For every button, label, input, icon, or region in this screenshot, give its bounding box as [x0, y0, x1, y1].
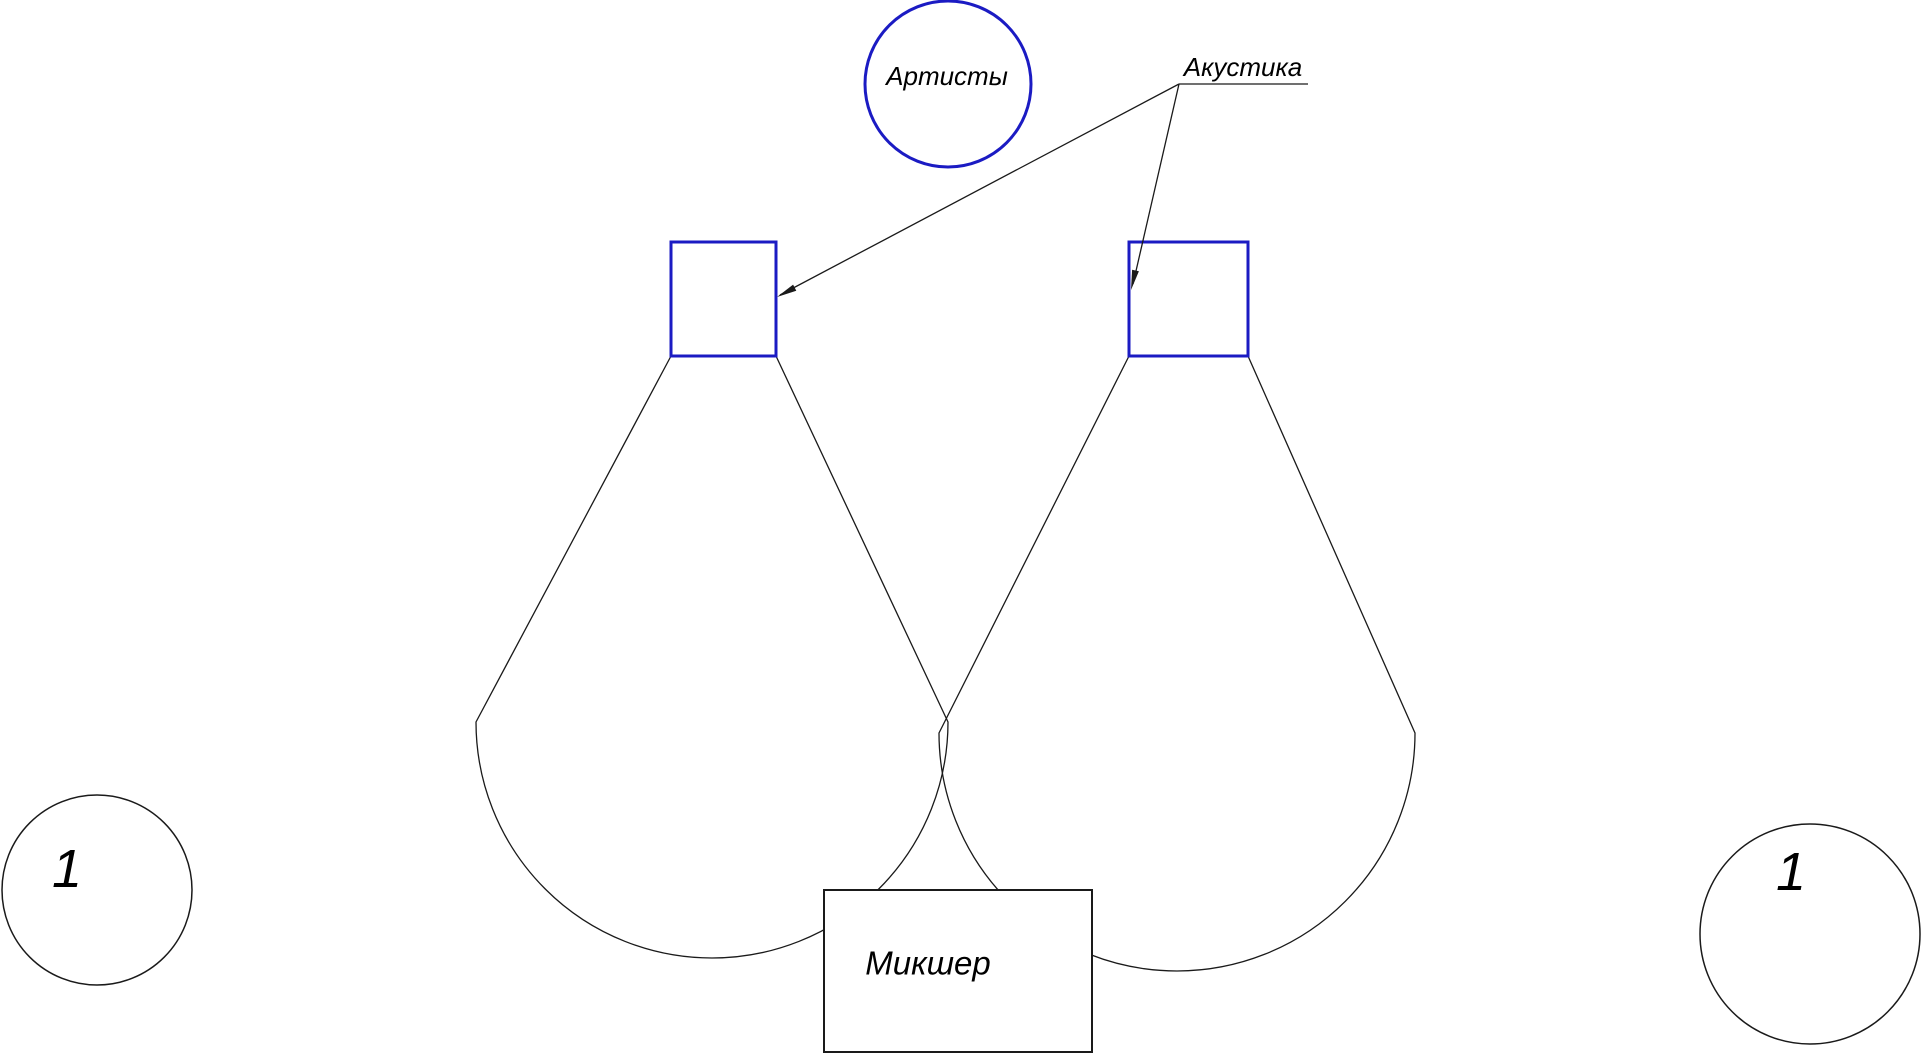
artists-label: Артисты [886, 61, 1008, 91]
acoustics-leader-line-left [779, 83, 1180, 296]
acoustics-leader [777, 83, 1308, 297]
zone-circle-right [1699, 823, 1921, 1045]
acoustics-leader-line-right [1132, 83, 1180, 285]
coverage-cone-right [938, 355, 1416, 972]
acoustics-label: Акустика [1183, 52, 1303, 82]
acoustics-arrowhead-right [1131, 269, 1139, 290]
mixer-label: Микшер [865, 944, 991, 982]
speaker-right [1127, 240, 1250, 358]
zone-label-right: 1 [1775, 842, 1807, 902]
coverage-cone-left [475, 355, 949, 959]
mixer-box [823, 889, 1093, 1053]
artists-circle [863, 0, 1033, 169]
speaker-left [669, 240, 778, 358]
acoustics-arrowhead-left [777, 284, 797, 297]
zone-circle-left [1, 794, 193, 986]
zone-label-left: 1 [51, 839, 83, 899]
